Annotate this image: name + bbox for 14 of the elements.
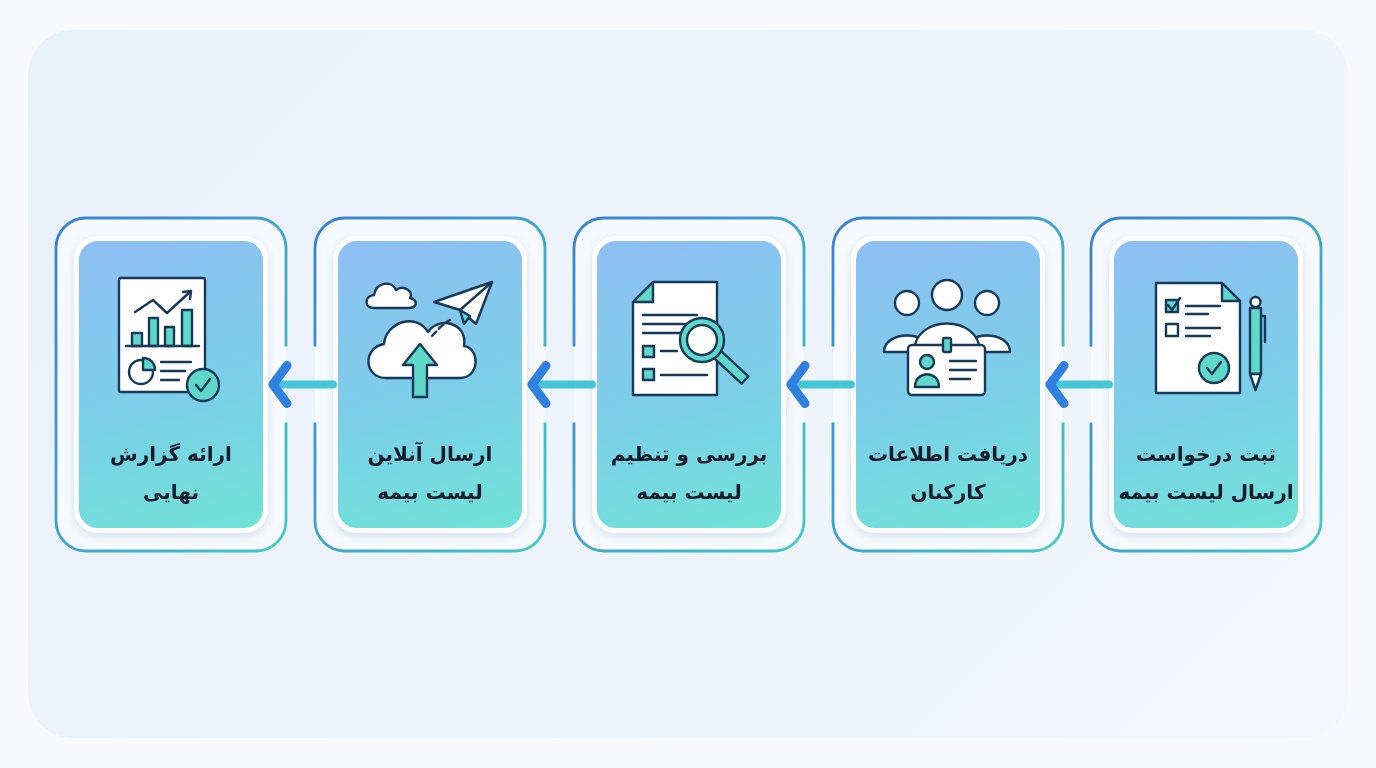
- arrow: [527, 361, 596, 408]
- step-title: ثبت درخواست ارسال لیست بیمه: [1117, 441, 1295, 506]
- step-title: ارسال آنلاین لیست بیمه: [366, 441, 494, 506]
- arrow: [268, 361, 337, 408]
- step-card: [851, 236, 1045, 533]
- step-card: [74, 236, 268, 533]
- arrow: [786, 361, 855, 408]
- step-title: دریافت اطلاعات کارکنان: [866, 441, 1030, 506]
- step-card: [1109, 236, 1303, 533]
- step-title: بررسی و تنظیم لیست بیمه: [609, 441, 769, 506]
- step-card: [592, 236, 786, 533]
- step-title: ارائه گزارش نهایی: [109, 441, 233, 506]
- step-card: [333, 236, 527, 533]
- arrow: [1045, 361, 1113, 408]
